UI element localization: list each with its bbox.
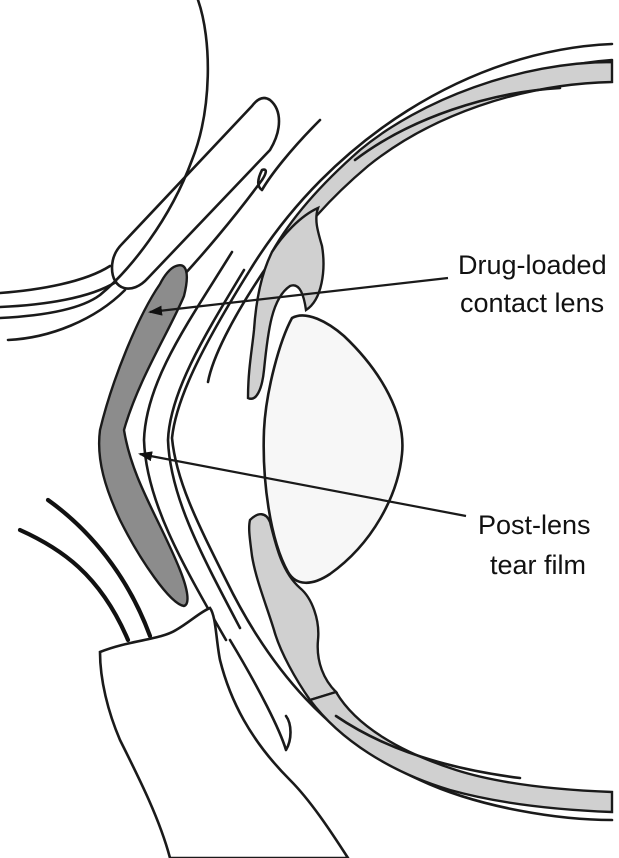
lower-eyelash-2 (45, 497, 153, 639)
cornea-inner-surface (166, 268, 246, 630)
tear-film-pointer-arrow (138, 451, 467, 518)
contact-lens-shape (98, 263, 189, 608)
lower-eyelid (98, 606, 350, 858)
lower-eyelash-1 (17, 527, 131, 643)
upper-eyelash-3 (6, 288, 127, 342)
contact-lens-label-line1: Drug-loaded (458, 250, 607, 280)
brow-skin-outline (0, 0, 210, 320)
upper-eyelid (110, 96, 281, 290)
cornea-outer-surface (142, 250, 234, 642)
tear-film-label-line2: tear film (490, 550, 586, 580)
lower-conjunctiva-fold (228, 638, 292, 752)
lower-retina-line (334, 714, 522, 780)
tear-film-label-line1: Post-lens (478, 510, 591, 540)
upper-retina-line (353, 86, 562, 162)
crystalline-lens (262, 314, 404, 585)
contact-lens-pointer-arrow (148, 276, 449, 316)
upper-eyelash-1 (0, 264, 112, 295)
contact-lens-label-line2: contact lens (460, 288, 604, 318)
lower-sclera-band (308, 690, 614, 814)
upper-iris-ciliary-body (246, 205, 325, 400)
upper-eyelash-2 (0, 280, 118, 309)
upper-conjunctiva-fold (158, 118, 322, 302)
